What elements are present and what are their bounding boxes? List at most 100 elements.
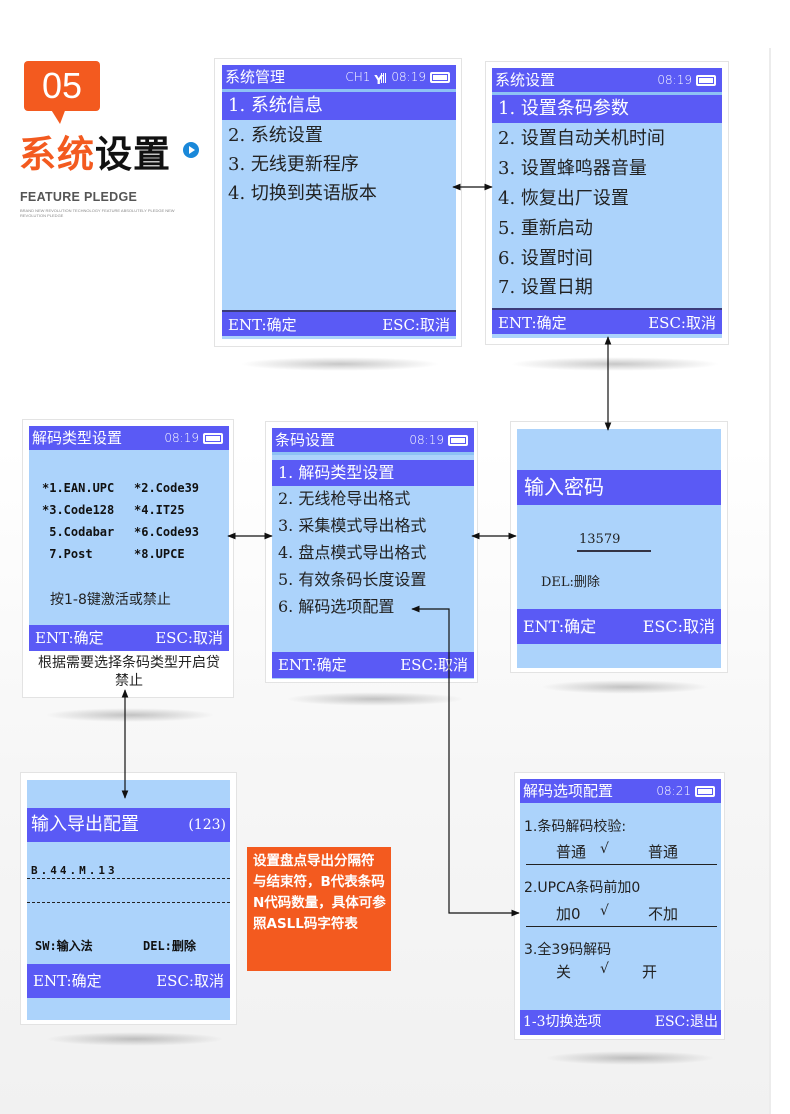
shadow: [510, 357, 720, 371]
menu-item[interactable]: 7. 设置日期: [498, 277, 593, 298]
confirm-softkey[interactable]: ENT:确定: [33, 972, 102, 990]
cancel-softkey[interactable]: ESC:取消: [155, 629, 223, 647]
screen-decode-options: 解码选项配置 08:21 1.条码解码校验: 普通 √ 普通 2.UPCA条码前…: [514, 772, 725, 1040]
code-type-option[interactable]: 5.Codabar: [42, 525, 115, 539]
dashed-line: [27, 902, 230, 903]
dashed-line: [27, 878, 230, 879]
code-type-option[interactable]: *1.EAN.UPC: [42, 481, 115, 495]
code-type-option[interactable]: 7.Post: [42, 547, 93, 561]
hint-text: 按1-8键激活或禁止: [50, 592, 171, 608]
screen-title: 输入导出配置: [31, 814, 139, 835]
option-choice[interactable]: 关: [556, 963, 572, 981]
code-type-option[interactable]: *2.Code39: [134, 481, 200, 495]
menu-item[interactable]: 1. 系统信息: [222, 92, 456, 120]
softkey-bar: ENT:确定 ESC:取消: [222, 310, 456, 336]
code-type-option[interactable]: *4.IT25: [134, 503, 185, 517]
softkey-bar: ENT:确定 ESC:取消: [492, 308, 722, 334]
menu-item[interactable]: 1. 解码类型设置: [272, 460, 474, 486]
code-type-option[interactable]: *3.Code128: [42, 503, 115, 517]
option-choice[interactable]: 不加: [648, 905, 679, 923]
menu-item[interactable]: 3. 设置蜂鸣器音量: [498, 158, 647, 179]
status-bar: 条码设置 08:19: [272, 428, 474, 452]
battery-icon: [448, 434, 468, 446]
clock: 08:19: [391, 70, 426, 84]
option-choice[interactable]: 普通: [556, 843, 587, 861]
screen-title: 条码设置: [275, 431, 336, 449]
menu-item[interactable]: 3. 无线更新程序: [228, 154, 359, 175]
export-title-bar: 输入导出配置 (123): [27, 808, 230, 842]
code-type-option[interactable]: *8.UPCE: [134, 547, 185, 561]
screen-title: 输入密码: [524, 475, 604, 499]
menu-item[interactable]: 3. 采集模式导出格式: [278, 516, 427, 535]
confirm-softkey[interactable]: ENT:确定: [523, 617, 597, 636]
battery-icon: [203, 432, 223, 444]
shadow: [45, 708, 215, 722]
confirm-softkey[interactable]: ENT:确定: [278, 656, 347, 674]
menu-item[interactable]: 4. 盘点模式导出格式: [278, 543, 427, 562]
status-bar: 解码类型设置 08:19: [29, 426, 229, 450]
softkey-bar: ENT:确定 ESC:取消: [272, 652, 474, 678]
title-black: 设置: [95, 133, 171, 176]
menu-item[interactable]: 5. 有效条码长度设置: [278, 570, 427, 589]
softkey-bar: ENT:确定 ESC:取消: [517, 609, 721, 644]
screen-title: 系统管理: [225, 68, 286, 86]
menu-item[interactable]: 6. 设置时间: [498, 248, 593, 269]
clock: 08:21: [656, 784, 691, 798]
divider: [526, 864, 717, 865]
screen-decode-types: 解码类型设置 08:19 *1.EAN.UPC *2.Code39 *3.Cod…: [22, 419, 234, 698]
menu-item[interactable]: 2. 无线枪导出格式: [278, 489, 411, 508]
cancel-softkey[interactable]: ESC:取消: [382, 316, 450, 334]
cancel-softkey[interactable]: ESC:取消: [156, 972, 224, 990]
battery-icon: [430, 71, 450, 83]
confirm-softkey[interactable]: ENT:确定: [228, 316, 297, 334]
cancel-softkey[interactable]: ESC:取消: [648, 314, 716, 332]
battery-icon: [695, 785, 715, 797]
clock: 08:19: [164, 431, 199, 445]
menu-item[interactable]: 5. 重新启动: [498, 218, 593, 239]
option-choice[interactable]: 加0: [556, 905, 581, 923]
screen-password: 输入密码 13579 DEL:删除 ENT:确定 ESC:取消: [510, 421, 728, 673]
menu-item[interactable]: 2. 系统设置: [228, 125, 323, 146]
switch-option-softkey[interactable]: 1-3切换选项: [523, 1014, 602, 1030]
screen-title: 系统设置: [495, 71, 556, 89]
option-label: 1.条码解码校验:: [524, 819, 627, 835]
code-type-grid: *1.EAN.UPC *2.Code39 *3.Code128 *4.IT25 …: [42, 481, 224, 561]
shadow: [45, 1032, 225, 1046]
screen-system-management: 系统管理 CH1 08:19 1. 系统信息 2. 系统设置 3. 无线更新程序…: [214, 58, 462, 347]
check-icon: √: [600, 841, 609, 857]
softkey-bar: 1-3切换选项 ESC:退出: [520, 1010, 721, 1035]
status-bar: 解码选项配置 08:21: [520, 779, 721, 803]
option-choice[interactable]: 开: [642, 963, 658, 981]
sw-hint: SW:输入法: [35, 939, 93, 953]
input-mode: (123): [188, 817, 226, 833]
screen-export-config: 输入导出配置 (123) B.44.M.13 SW:输入法 DEL:删除 ENT…: [20, 772, 237, 1025]
menu-item[interactable]: 6. 解码选项配置: [278, 597, 395, 616]
channel-label: CH1: [345, 70, 371, 84]
option-label: 2.UPCA条码前加0: [524, 880, 641, 896]
confirm-softkey[interactable]: ENT:确定: [35, 629, 104, 647]
menu-item[interactable]: 1. 设置条码参数: [492, 95, 722, 123]
clock: 08:19: [657, 73, 692, 87]
password-input[interactable]: 13579: [577, 532, 651, 552]
divider: [492, 92, 722, 95]
cancel-softkey[interactable]: ESC:取消: [400, 656, 468, 674]
del-hint: DEL:删除: [143, 939, 196, 953]
clock: 08:19: [409, 433, 444, 447]
check-icon: √: [600, 961, 609, 977]
code-type-option[interactable]: *6.Code93: [134, 525, 200, 539]
menu-item[interactable]: 2. 设置自动关机时间: [498, 128, 665, 149]
shadow: [545, 1051, 715, 1065]
badge-tail: [50, 108, 66, 124]
section-title: 系统设置: [19, 124, 171, 178]
play-icon: [183, 142, 199, 158]
option-label: 3.全39码解码: [524, 942, 612, 958]
confirm-softkey[interactable]: ENT:确定: [498, 314, 567, 332]
option-choice[interactable]: 普通: [648, 843, 679, 861]
delete-hint: DEL:删除: [143, 937, 196, 954]
exit-softkey[interactable]: ESC:退出: [654, 1014, 718, 1030]
export-config-input[interactable]: B.44.M.13: [31, 864, 118, 877]
menu-item[interactable]: 4. 恢复出厂设置: [498, 188, 629, 209]
menu-item[interactable]: 4. 切换到英语版本: [228, 183, 377, 204]
battery-icon: [696, 74, 716, 86]
cancel-softkey[interactable]: ESC:取消: [642, 617, 715, 636]
